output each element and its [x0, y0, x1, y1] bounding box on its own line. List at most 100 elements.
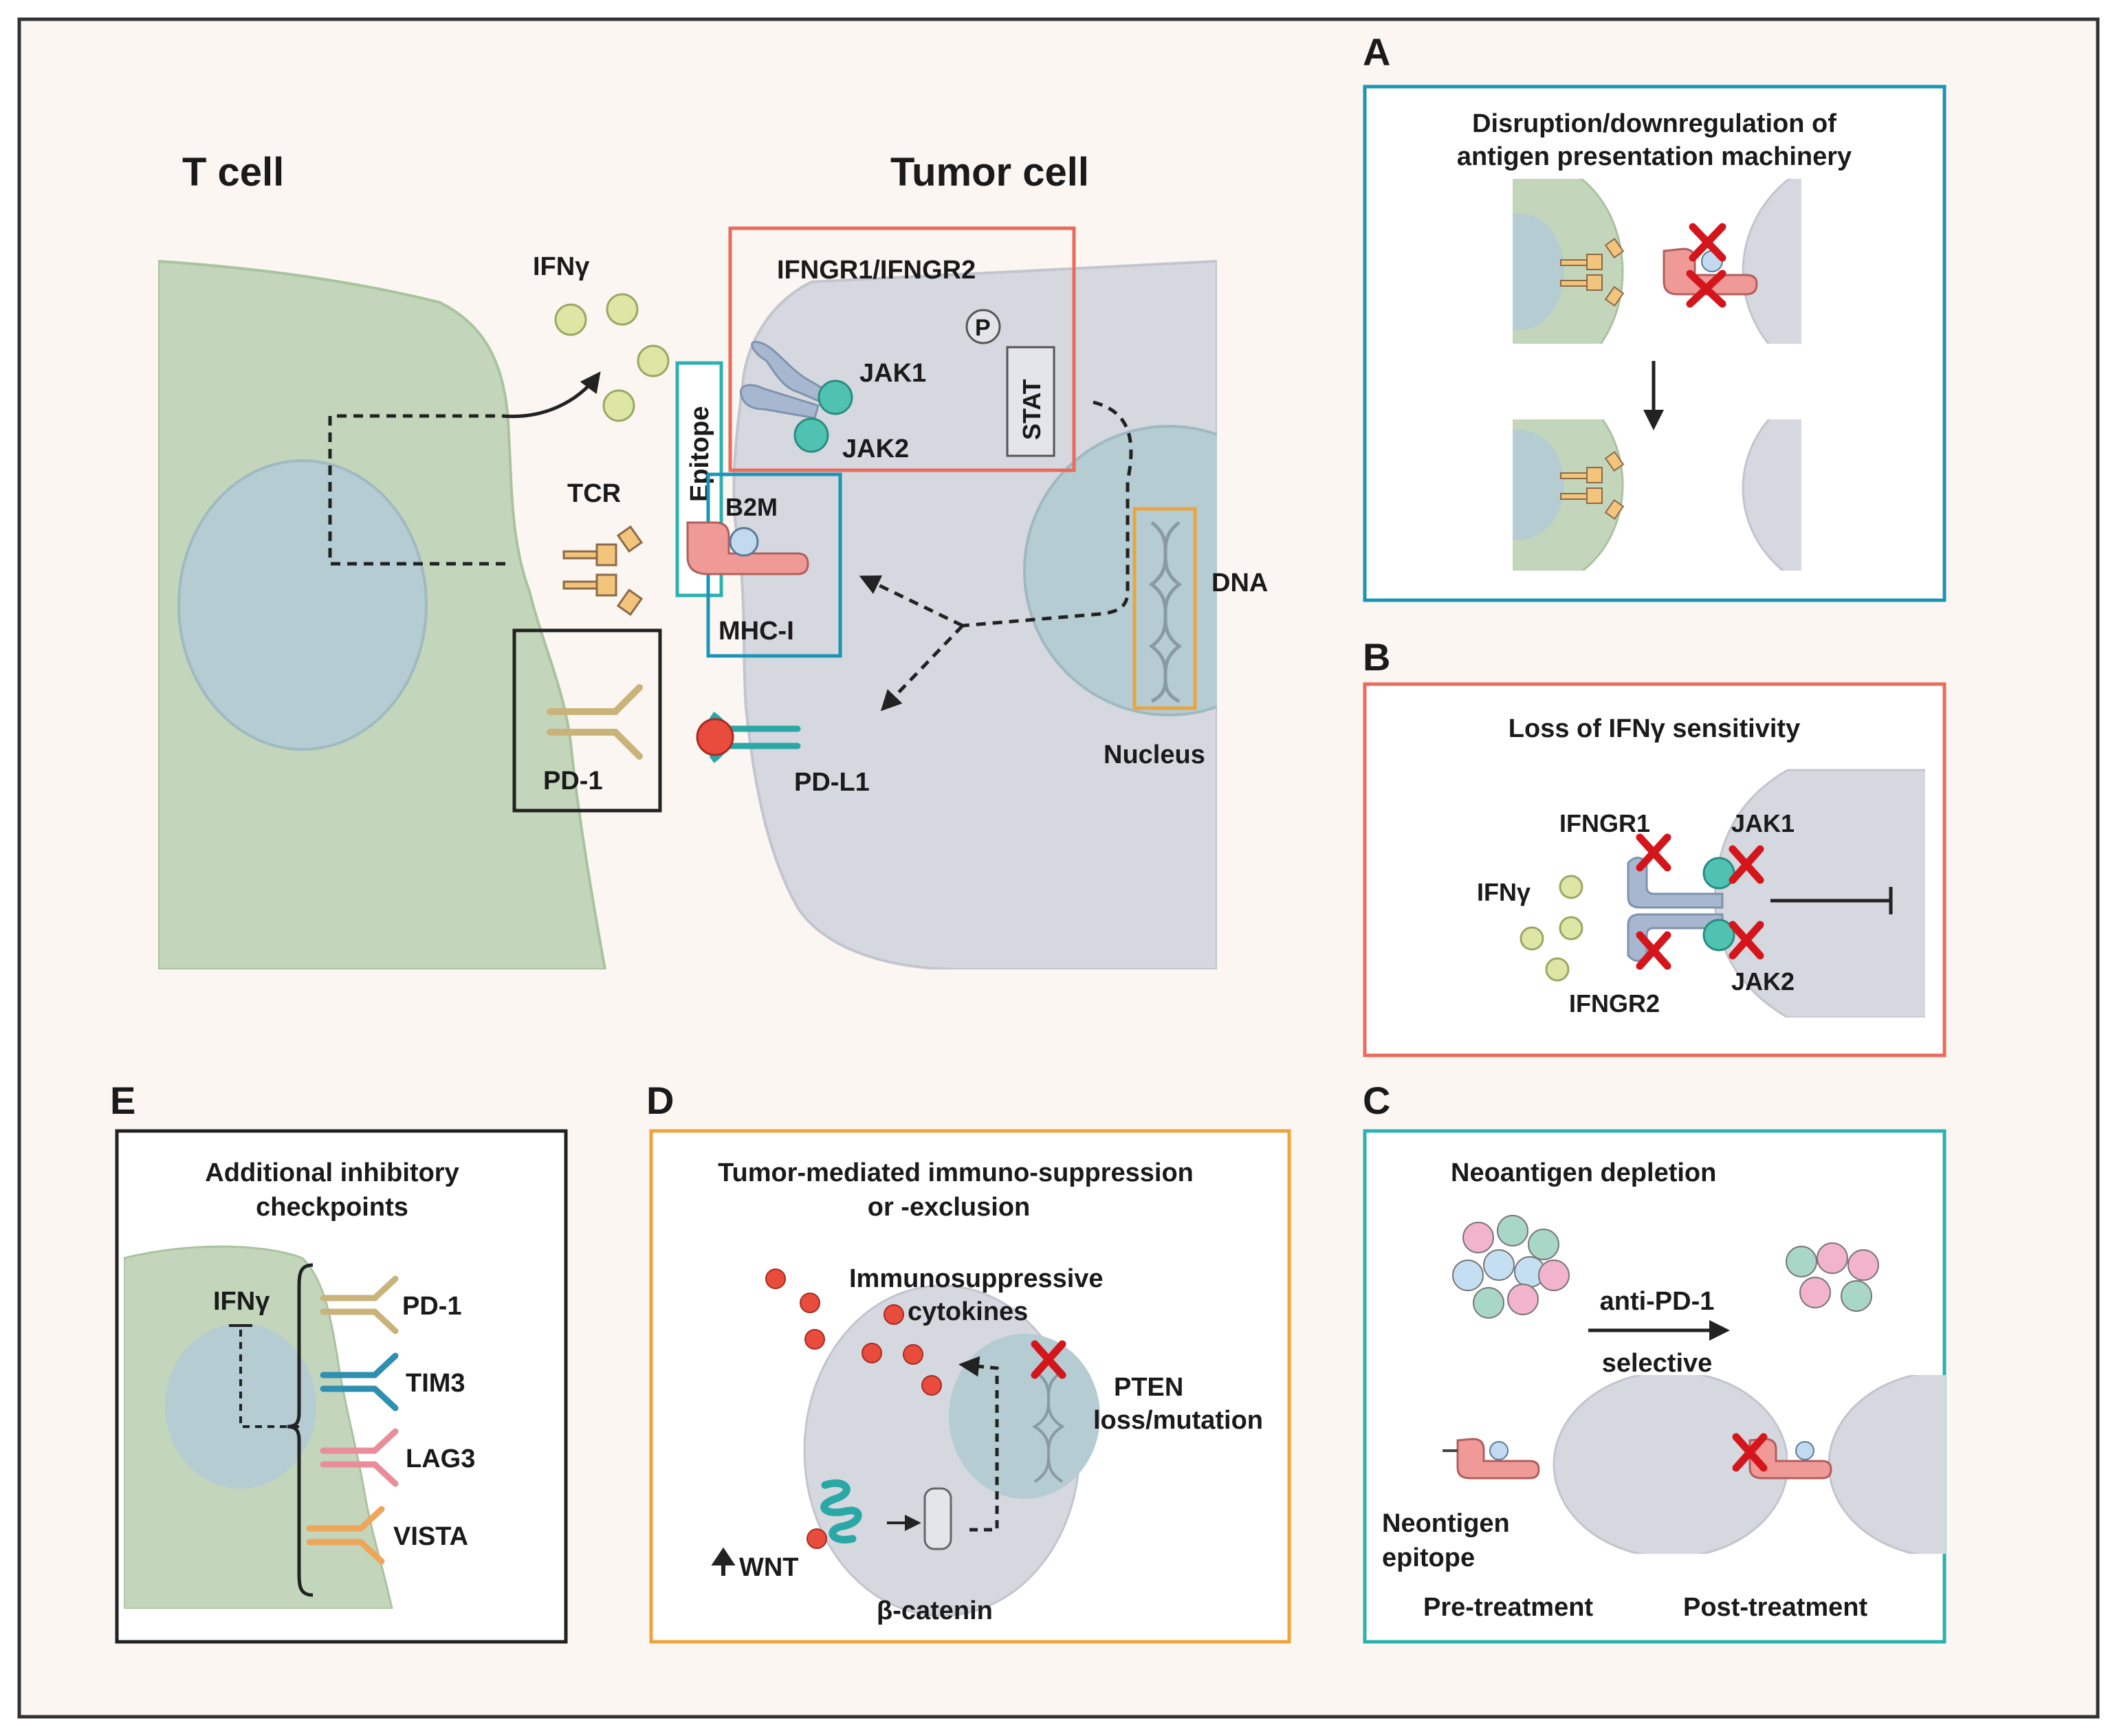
jak2-molecule: [793, 417, 829, 453]
panel-d-pten-1: PTEN: [1114, 1373, 1183, 1402]
jak1-label: JAK1: [859, 359, 926, 388]
pd1-box: [512, 628, 662, 813]
ifngr-receptor: [739, 340, 831, 419]
panel-e-vista: [306, 1506, 385, 1565]
panel-d-nucleus: [949, 1334, 1100, 1499]
panel-d-cytokine-dots: [765, 1268, 942, 1549]
panel-e-title-1: Additional inhibitory: [205, 1158, 459, 1187]
panel-b-title: Loss of IFNγ sensitivity: [1509, 714, 1800, 743]
panel-b-jak2: [1702, 919, 1735, 952]
dna-box: [1132, 507, 1197, 710]
panel-d-letter: D: [646, 1079, 674, 1122]
panel-b-ifng-dots: [1520, 875, 1583, 982]
panel-e-lag3: [320, 1428, 399, 1487]
panel-c-neoantigens-post: [1786, 1242, 1879, 1312]
panel-d-cytokines-1: Immunosuppressive: [849, 1264, 1104, 1293]
panel-a-tcr-bottom: [1560, 451, 1625, 520]
jak1-molecule: [818, 380, 853, 415]
panel-e-pd1: [320, 1275, 399, 1334]
panel-c-arrow-bottom-1: selective: [1602, 1349, 1713, 1378]
panel-c-neoantigens-pre: [1452, 1215, 1570, 1319]
panel-d-signal-path: [958, 1356, 999, 1532]
tcr-receptor: [562, 525, 644, 616]
panel-a-tcr-top: [1560, 238, 1625, 307]
panel-b-ifngr-receptor: [1627, 857, 1724, 962]
panel-b-jak1-label: JAK1: [1731, 809, 1795, 837]
main-diagram: [158, 259, 1217, 969]
panel-e-brace: [287, 1263, 314, 1597]
panel-a-letter: A: [1363, 30, 1390, 74]
panel-b-ifng-label: IFNγ: [1477, 878, 1531, 906]
phosphate-label: P: [975, 315, 991, 341]
mhc-molecule: [686, 521, 809, 575]
tumor-cell-label: Tumor cell: [890, 150, 1089, 195]
epitope-label: Epitope: [685, 406, 714, 502]
panel-a-title-2: antigen presentation machinery: [1457, 142, 1852, 171]
panel-e-lag3-label: LAG3: [406, 1444, 475, 1473]
panel-d-dna: [1033, 1370, 1065, 1483]
jak2-label: JAK2: [842, 435, 909, 463]
panel-c-post: Post-treatment: [1683, 1593, 1867, 1622]
panel-b-letter: B: [1363, 635, 1390, 679]
tumor-nucleus: [1023, 425, 1217, 716]
panel-d-title-1: Tumor-mediated immuno-suppression: [718, 1158, 1194, 1187]
ifng-label: IFNγ: [533, 252, 589, 281]
panel-c-epitope-2: epitope: [1382, 1543, 1475, 1572]
panel-e-title-2: checkpoints: [256, 1193, 408, 1222]
panel-d-beta-catenin-box: [923, 1487, 952, 1550]
panel-c-arrow-top: anti-PD-1: [1600, 1287, 1715, 1316]
arrow-to-pdl1: [880, 624, 964, 712]
panel-d-beta-catenin: β-catenin: [877, 1596, 993, 1625]
panel-b-jak2-label: JAK2: [1731, 967, 1795, 996]
panel-d-title-2: or -exclusion: [868, 1193, 1031, 1222]
panel-c-tumor-pre: [1553, 1375, 1788, 1554]
panel-c-letter: C: [1363, 1079, 1390, 1122]
panel-a-tumor-cell-top: [1742, 179, 1801, 344]
panel-a-x-2: [1686, 270, 1726, 308]
stat-label: STAT: [1018, 379, 1046, 440]
panel-c-epitope-1: Neontigen: [1382, 1509, 1510, 1538]
pdl1-receptor: [696, 712, 801, 763]
mhc-label: MHC-I: [719, 617, 794, 646]
panel-d-wnt-receptor: [820, 1479, 862, 1543]
panel-d-wnt: WNT: [739, 1553, 799, 1582]
panel-e-ifng: IFNγ: [213, 1287, 270, 1316]
pdl1-label: PD-L1: [794, 768, 870, 797]
phosphate-circle: [965, 309, 1001, 344]
stat-nucleus-path: [962, 400, 1133, 628]
panel-c-x: [1732, 1433, 1768, 1472]
b2m-label: B2M: [725, 493, 778, 521]
panel-d-pten-2: loss/mutation: [1093, 1406, 1263, 1435]
dna-helix-2: [1148, 521, 1183, 703]
tcr-label: TCR: [567, 479, 621, 508]
t-cell-signal-path: [328, 414, 505, 566]
panel-a-x-1: [1689, 223, 1726, 262]
panel-c-mhc-pre: [1456, 1438, 1540, 1480]
pd1-receptor: [547, 684, 643, 760]
panel-d-cytokines-2: cytokines: [908, 1297, 1028, 1326]
ifng-secretion-arrow: [501, 371, 601, 419]
t-cell-label: T cell: [182, 150, 284, 195]
pd1-label: PD-1: [543, 767, 603, 795]
panel-a-box: [1363, 85, 1946, 602]
panel-a-title-1: Disruption/downregulation of: [1472, 109, 1836, 138]
panel-e-vista-label: VISTA: [393, 1522, 468, 1551]
panel-e-tim3-label: TIM3: [406, 1369, 465, 1398]
panel-c-title: Neoantigen depletion: [1451, 1158, 1716, 1187]
arrow-to-mhc: [859, 575, 964, 628]
b2m-molecule: [729, 527, 759, 557]
panel-b-inhibition: [1770, 887, 1893, 914]
panel-c-pre: Pre-treatment: [1423, 1593, 1593, 1622]
panel-b-jak1: [1702, 857, 1735, 890]
ifngr-pathway-box: [728, 226, 1076, 472]
panel-e-letter: E: [110, 1079, 135, 1122]
dna-label: DNA: [1211, 569, 1268, 597]
t-cell-nucleus: [177, 459, 428, 751]
panel-a-tumor-cell-bottom: [1742, 419, 1801, 571]
panel-b-ifngr2: IFNGR2: [1569, 989, 1660, 1018]
ifngr-label: IFNGR1/IFNGR2: [777, 256, 976, 285]
nucleus-label: Nucleus: [1104, 740, 1205, 769]
panel-e-pd1-label: PD-1: [402, 1292, 462, 1321]
panel-e-tim3: [320, 1352, 399, 1411]
